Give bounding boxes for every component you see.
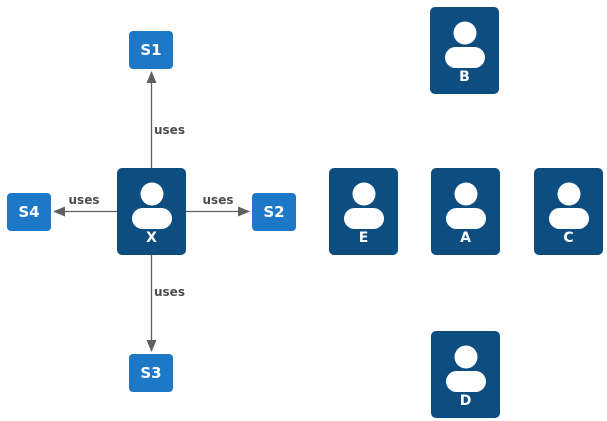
node-label: S1 (140, 41, 162, 59)
system-node-s4[interactable]: S4 (7, 193, 51, 231)
person-icon (343, 182, 384, 229)
person-icon (444, 21, 485, 68)
node-label: S3 (140, 364, 162, 382)
actor-node-c[interactable]: C (534, 168, 603, 255)
person-icon (445, 345, 486, 392)
actor-node-x[interactable]: X (117, 168, 186, 255)
node-label: B (459, 69, 470, 85)
edge-label-x-s4: uses (68, 193, 100, 207)
actor-node-e[interactable]: E (329, 168, 398, 255)
actor-node-a[interactable]: A (431, 168, 500, 255)
system-node-s2[interactable]: S2 (252, 193, 296, 231)
node-label: C (563, 230, 574, 246)
actor-node-d[interactable]: D (431, 331, 500, 418)
node-label: X (146, 230, 157, 246)
actor-node-b[interactable]: B (430, 7, 499, 94)
person-icon (445, 182, 486, 229)
edge-label-x-s3: uses (154, 285, 185, 299)
node-label: S4 (18, 203, 40, 221)
edge-label-x-s2: uses (202, 193, 234, 207)
edge-label-x-s1: uses (154, 123, 185, 137)
node-label: A (460, 230, 471, 246)
node-label: S2 (263, 203, 285, 221)
system-node-s1[interactable]: S1 (129, 31, 173, 69)
node-label: E (358, 230, 369, 246)
node-label: D (459, 393, 472, 409)
system-node-s3[interactable]: S3 (129, 354, 173, 392)
person-icon (548, 182, 589, 229)
person-icon (131, 182, 172, 229)
